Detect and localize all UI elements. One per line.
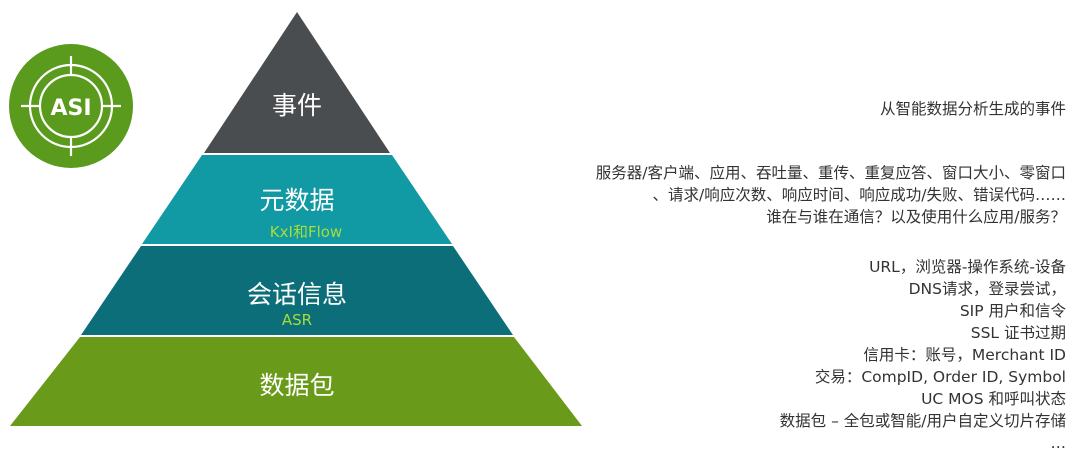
description-line: URL，浏览器-操作系统-设备 xyxy=(869,258,1066,276)
asi-logo: ASI xyxy=(9,44,133,168)
tier-label-events: 事件 xyxy=(271,91,323,120)
description-line: 服务器/客户端、应用、吞吐量、重传、重复应答、窗口大小、零窗口 xyxy=(595,164,1066,182)
description-line: 数据包 – 全包或智能/用户自定义切片存储 xyxy=(779,412,1066,430)
tier-label-packets: 数据包 xyxy=(259,371,335,400)
description-line: DNS请求，登录尝试， xyxy=(908,280,1066,298)
pyramid-tier-metadata xyxy=(142,155,452,244)
description-line: SSL 证书过期 xyxy=(970,324,1066,342)
target-rings-icon xyxy=(21,56,121,156)
tier-sublabel-metadata: KxI和Flow xyxy=(269,223,343,241)
description-session: URL，浏览器-操作系统-设备 DNS请求，登录尝试， SIP 用户和信令 SS… xyxy=(780,256,1066,454)
description-line: … xyxy=(1050,434,1067,452)
pyramid-tier-events xyxy=(204,12,390,153)
description-line: 交易：CompID, Order ID, Symbol xyxy=(814,368,1066,386)
pyramid-tier-session xyxy=(81,246,513,335)
tier-label-metadata: 元数据 xyxy=(259,186,335,215)
logo-circle-icon xyxy=(9,44,133,168)
description-line: 、请求/响应次数、响应时间、响应成功/失败、错误代码…… xyxy=(652,186,1066,204)
description-line: 谁在与谁在通信？以及使用什么应用/服务？ xyxy=(766,208,1066,226)
pyramid-tier-packets xyxy=(10,337,582,426)
description-metadata: 服务器/客户端、应用、吞吐量、重传、重复应答、窗口大小、零窗口 、请求/响应次数… xyxy=(596,162,1066,228)
tier-sublabel-session: ASR xyxy=(281,311,313,329)
description-events: 从智能数据分析生成的事件 xyxy=(880,98,1066,120)
description-line: SIP 用户和信令 xyxy=(959,302,1066,320)
description-line: UC MOS 和呼叫状态 xyxy=(921,390,1066,408)
logo-text: ASI xyxy=(50,96,91,121)
tier-label-session: 会话信息 xyxy=(246,280,348,309)
description-line: 从智能数据分析生成的事件 xyxy=(879,100,1066,118)
description-line: 信用卡：账号，Merchant ID xyxy=(863,346,1066,364)
